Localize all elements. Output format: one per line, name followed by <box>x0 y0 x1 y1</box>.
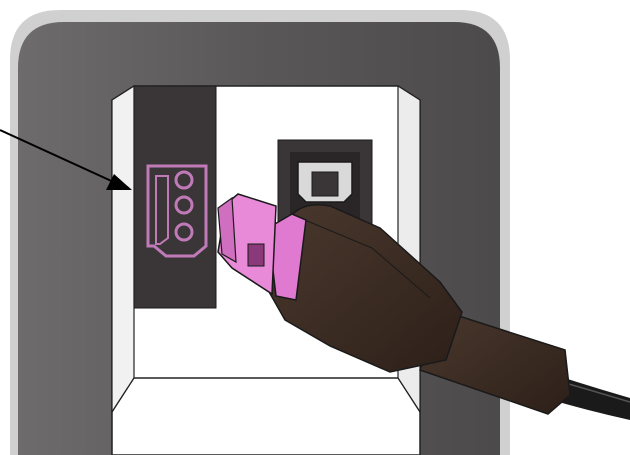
pink-small-port <box>148 166 206 256</box>
usb-b-port-tongue <box>312 172 338 196</box>
pink-plug-slot <box>248 244 264 266</box>
recess-left-wall <box>112 86 134 412</box>
